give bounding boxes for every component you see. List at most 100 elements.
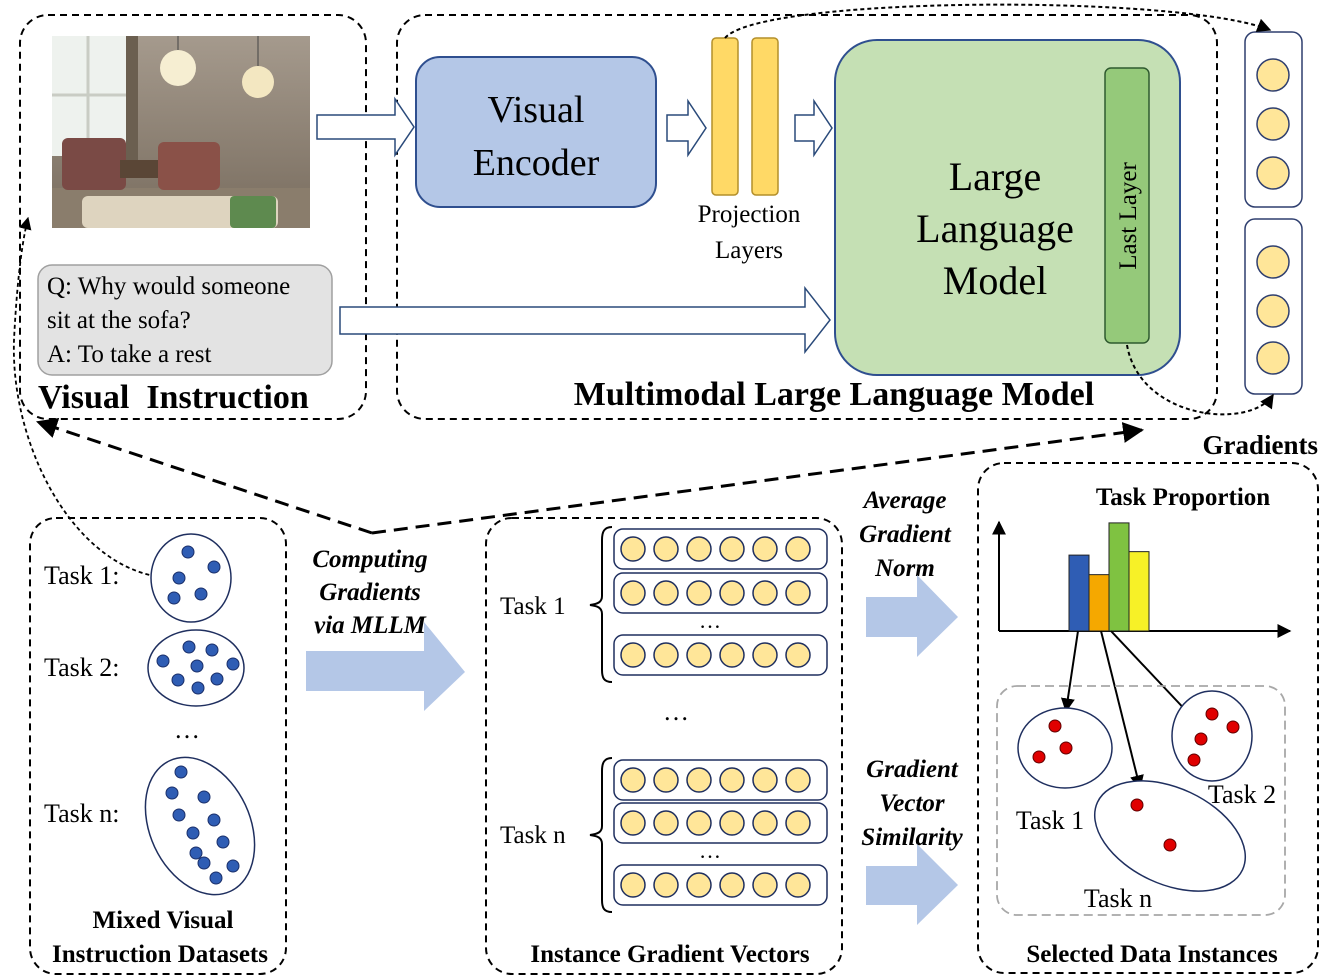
computing-label-3: via MLLM xyxy=(314,612,427,639)
gradient-value-circle xyxy=(686,872,712,898)
instance-vectors-box xyxy=(485,517,843,975)
feedback-connector-right xyxy=(371,422,1145,535)
gradient-value-circle xyxy=(785,536,811,562)
avg-norm-label-3: Norm xyxy=(874,555,935,582)
selected-task2-cluster xyxy=(1171,690,1253,782)
projection-layer-1 xyxy=(711,37,739,196)
last-layer-label: Last Layer xyxy=(1115,162,1142,270)
text-to-llm-arrow xyxy=(339,285,831,355)
gradient-value-circle xyxy=(752,810,778,836)
select-arrow-task2 xyxy=(1110,630,1193,719)
datasets-title-2: Instruction Datasets xyxy=(52,941,268,968)
gradient-value-circle xyxy=(752,536,778,562)
gradient-value-circle xyxy=(719,580,745,606)
gradient-value-circle xyxy=(653,767,679,793)
gradient-value-circle xyxy=(653,810,679,836)
dataset-taskn-cluster xyxy=(144,756,256,896)
gradient-value-circle xyxy=(752,580,778,606)
instance-taskn-label: Task n xyxy=(500,822,566,849)
gradient-value-circle xyxy=(719,872,745,898)
instance-vector-circles xyxy=(620,536,811,898)
gradient-value-circle xyxy=(752,642,778,668)
projection-layer-2 xyxy=(751,37,779,196)
task1-to-photo-arrow xyxy=(13,216,178,579)
visual-instruction-title: Visual Instruction xyxy=(38,379,309,416)
gradient-value-circle xyxy=(785,810,811,836)
task1-brace xyxy=(589,526,613,683)
gradient-value-circle xyxy=(752,872,778,898)
living-room-photo xyxy=(52,36,310,228)
gradient-value-circle xyxy=(620,767,646,793)
visual-instruction-box xyxy=(19,14,367,420)
gradient-value-circle xyxy=(653,642,679,668)
feedback-connector-left xyxy=(36,417,373,535)
gradient-value-circle xyxy=(620,580,646,606)
gradient-value-circle xyxy=(719,767,745,793)
chart-bars xyxy=(1068,522,1150,632)
question-line-1: Q: Why would someone xyxy=(47,273,290,300)
instance-ellipsis-middle: … xyxy=(663,697,689,726)
instance-ellipsis-2: … xyxy=(699,838,721,863)
datasets-title-1: Mixed Visual xyxy=(93,907,234,934)
llm-block xyxy=(834,39,1181,376)
visual-encoder-label-2: Encoder xyxy=(473,142,600,184)
dataset-dots xyxy=(156,545,240,885)
gradient-value-circle xyxy=(653,580,679,606)
dataset-task1-label: Task 1: xyxy=(44,561,119,590)
gradient-value-circle xyxy=(653,872,679,898)
llm-label-3: Model xyxy=(943,258,1047,303)
projection-label-2: Layers xyxy=(715,237,783,264)
task-proportion-title: Task Proportion xyxy=(1096,484,1270,511)
last-layer-block xyxy=(1104,67,1150,344)
qa-box xyxy=(37,264,333,376)
select-arrow-task1 xyxy=(1060,630,1079,713)
selected-dots xyxy=(1032,707,1240,852)
gradient-value-circle xyxy=(686,642,712,668)
dataset-ellipsis: … xyxy=(174,715,200,744)
similarity-arrow xyxy=(866,844,958,925)
chart-bar xyxy=(1108,522,1130,632)
gradient-value-circle xyxy=(719,536,745,562)
selected-instances-area xyxy=(996,685,1286,916)
chart-bar xyxy=(1068,554,1090,632)
visual-encoder-label-1: Visual xyxy=(488,89,585,131)
gradient-value-circle xyxy=(785,642,811,668)
gradient-value-circle xyxy=(719,810,745,836)
llm-label-2: Language xyxy=(916,206,1074,251)
gradient-value-circle xyxy=(752,767,778,793)
average-norm-arrow xyxy=(866,575,958,657)
gradient-value-circle xyxy=(653,536,679,562)
question-line-2: sit at the sofa? xyxy=(47,307,191,334)
select-arrow-taskn xyxy=(1100,630,1144,790)
gradient-value-circle xyxy=(620,810,646,836)
similarity-label-2: Vector xyxy=(879,790,945,817)
selected-task1-label: Task 1 xyxy=(1016,806,1084,835)
gradient-value-circle xyxy=(785,580,811,606)
computing-label-2: Gradients xyxy=(319,579,420,606)
selected-box xyxy=(977,462,1319,974)
gradients-label: Gradients xyxy=(1202,430,1318,460)
image-to-encoder-arrow xyxy=(316,96,415,158)
answer-line: A: To take a rest xyxy=(47,341,211,368)
gradient-value-circle xyxy=(719,642,745,668)
llm-label-1: Large xyxy=(949,154,1042,199)
instance-vectors-title: Instance Gradient Vectors xyxy=(530,941,809,968)
selected-task2-label: Task 2 xyxy=(1208,780,1276,809)
computing-gradients-arrow xyxy=(306,622,465,711)
gradient-value-circle xyxy=(620,642,646,668)
instance-task1-label: Task 1 xyxy=(500,593,566,620)
gradient-value-circle xyxy=(686,810,712,836)
dataset-taskn-label: Task n: xyxy=(44,799,119,828)
projection-label-1: Projection xyxy=(698,201,801,228)
last-layer-gradient-arrow xyxy=(1126,344,1274,416)
gradient-value-circle xyxy=(686,580,712,606)
avg-norm-label-2: Gradient xyxy=(859,521,952,548)
avg-norm-label-1: Average xyxy=(862,487,947,514)
gradient-value-circle xyxy=(785,767,811,793)
encoder-to-projection-arrow xyxy=(666,98,707,158)
chart-bar xyxy=(1088,574,1110,632)
gradient-vector-circles xyxy=(1256,58,1290,375)
projection-to-llm-arrow xyxy=(794,98,833,158)
gradient-value-circle xyxy=(620,872,646,898)
